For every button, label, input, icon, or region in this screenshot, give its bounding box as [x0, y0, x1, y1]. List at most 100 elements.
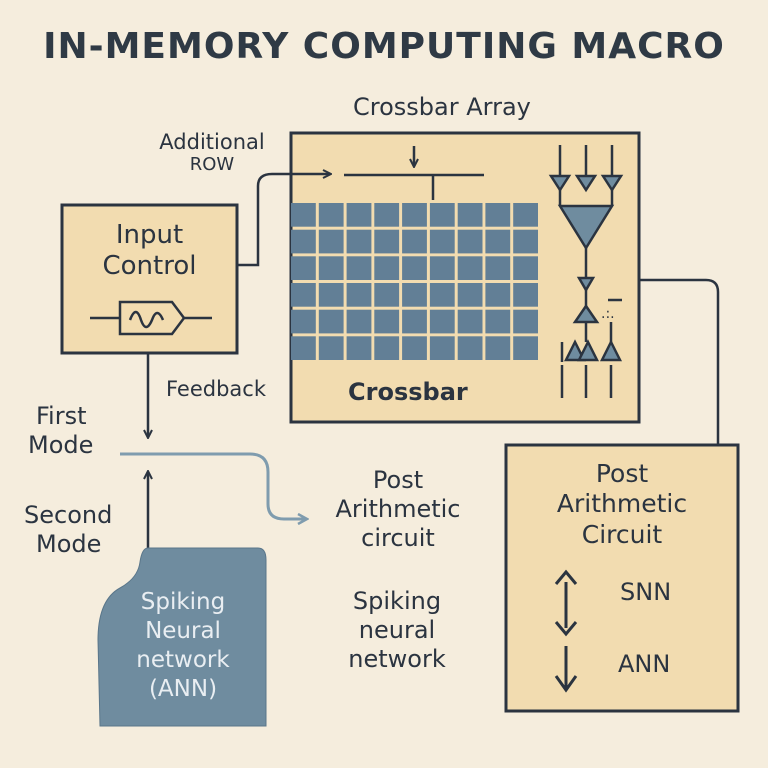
post-arithmetic-text-line-3: circuit	[361, 524, 435, 553]
crossbar-cell	[346, 336, 372, 360]
crossbar-cell	[402, 283, 427, 307]
crossbar-cell	[485, 203, 511, 227]
input-control-line-2: Control	[102, 251, 197, 282]
spiking-blob-label: Spiking Neural network (ANN)	[100, 590, 266, 702]
crossbar-cell	[457, 203, 483, 227]
additional-row-line-1: Additional	[159, 130, 265, 154]
input-control-label: Input Control	[62, 220, 237, 282]
crossbar-cell	[429, 256, 455, 280]
second-mode-line-2: Mode	[36, 530, 102, 559]
crossbar-cell	[402, 336, 427, 360]
crossbar-cell	[457, 256, 483, 280]
ann-down-arrow-head	[554, 675, 578, 693]
crossbar-cell	[402, 229, 427, 254]
crossbar-cell	[513, 256, 538, 280]
input-control-box	[60, 203, 239, 355]
second-mode-label: Second Mode	[24, 501, 113, 559]
spiking-text-line-2: neural	[358, 616, 436, 645]
crossbar-cell	[429, 229, 455, 254]
crossbar-cell	[346, 229, 372, 254]
ann-label: ANN	[618, 650, 671, 678]
filter-icon	[90, 300, 212, 336]
crossbar-cell	[402, 309, 427, 334]
spiking-blob-line-1: Spiking	[140, 589, 226, 615]
crossbar-cell	[346, 283, 372, 307]
page-title: IN-MEMORY COMPUTING MACRO	[43, 26, 725, 67]
crossbar-cell	[429, 336, 455, 360]
mode-flow-line	[120, 452, 306, 519]
crossbar-cell	[291, 336, 316, 360]
crossbar-cell	[374, 283, 400, 307]
crossbar-cell	[485, 336, 511, 360]
crossbar-cell	[346, 203, 372, 227]
crossbar-cell	[291, 229, 316, 254]
snn-double-arrow-top	[554, 569, 578, 585]
input-to-crossbar-connector	[237, 174, 330, 267]
post-arithmetic-text-line-2: Arithmetic	[335, 495, 461, 524]
crossbar-cell	[513, 336, 538, 360]
crossbar-cell	[513, 309, 538, 334]
crossbar-cell	[457, 229, 483, 254]
crossbar-cell	[318, 336, 344, 360]
spiking-blob-line-4: (ANN)	[148, 676, 218, 703]
first-mode-label: First Mode	[28, 402, 94, 460]
post-arithmetic-box	[504, 443, 740, 713]
crossbar-cell	[429, 283, 455, 307]
feedback-label: Feedback	[166, 377, 267, 401]
crossbar-cell	[513, 203, 538, 227]
crossbar-cell	[291, 309, 316, 334]
crossbar-cell	[374, 256, 400, 280]
spiking-text-line-1: Spiking	[352, 587, 442, 615]
crossbar-cell	[374, 203, 400, 227]
spiking-text: Spiking neural network	[322, 587, 472, 674]
crossbar-cell	[457, 283, 483, 307]
post-arithmetic-text: Post Arithmetic circuit	[310, 466, 486, 553]
crossbar-cell	[318, 256, 344, 280]
crossbar-cell	[485, 229, 511, 254]
crossbar-cell	[318, 309, 344, 334]
crossbar-cell	[485, 283, 511, 307]
snn-label: SNN	[620, 578, 672, 606]
crossbar-cell	[374, 309, 400, 334]
post-box-label: Post Arithmetic Circuit	[506, 459, 738, 548]
crossbar-cell	[291, 203, 316, 227]
adder-tree-ellipsis: .:.	[601, 306, 615, 322]
spiking-text-line-3: network	[348, 645, 446, 674]
crossbar-cell	[374, 336, 400, 360]
crossbar-cell	[485, 309, 511, 334]
second-mode-line-1: Second	[24, 501, 113, 529]
first-mode-line-1: First	[36, 402, 87, 430]
crossbar-cell	[291, 256, 316, 280]
crossbar-cell	[346, 256, 372, 280]
input-control-line-1: Input	[115, 220, 184, 250]
crossbar-cell	[318, 283, 344, 307]
crossbar-cell	[318, 229, 344, 254]
crossbar-cell	[457, 309, 483, 334]
crossbar-cell	[485, 256, 511, 280]
crossbar-label: Crossbar	[348, 378, 468, 406]
crossbar-grid	[291, 203, 538, 360]
crossbar-cell	[318, 203, 344, 227]
crossbar-cell	[513, 283, 538, 307]
crossbar-cell	[402, 256, 427, 280]
crossbar-cell	[513, 229, 538, 254]
adder-tree	[548, 145, 624, 398]
spiking-blob	[97, 547, 267, 727]
additional-row-line-2: ROW	[189, 154, 235, 176]
spiking-blob-line-2: Neural	[145, 618, 221, 645]
post-arithmetic-text-line-1: Post	[372, 466, 424, 494]
snn-double-arrow-bottom	[554, 621, 578, 637]
crossbar-array-label: Crossbar Array	[353, 93, 531, 121]
spiking-blob-line-3: network	[136, 647, 230, 674]
crossbar-cell	[291, 283, 316, 307]
crossbar-cell	[402, 203, 427, 227]
post-box-line-2: Arithmetic	[556, 489, 688, 519]
crossbar-cell	[457, 336, 483, 360]
first-mode-line-2: Mode	[28, 431, 94, 460]
crossbar-cell	[429, 309, 455, 334]
crossbar-cell	[374, 229, 400, 254]
post-box-line-1: Post	[595, 459, 649, 488]
additional-row-label: Additional ROW	[148, 131, 276, 175]
